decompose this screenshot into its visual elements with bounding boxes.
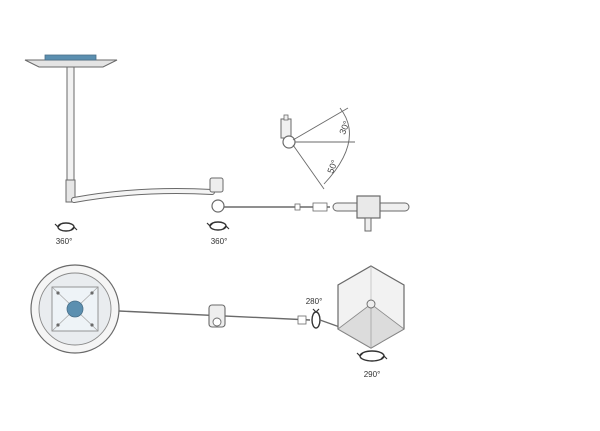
side-view: 360° 360° (24, 54, 410, 246)
inset-bracket-cap (283, 114, 289, 121)
rotation-arrow-icon (356, 350, 388, 362)
mount-center (66, 300, 84, 318)
inset-pivot (282, 135, 296, 149)
inset-down-limit (292, 144, 325, 190)
mount-screw (56, 291, 60, 295)
rotation-label-base: 360° (56, 237, 73, 246)
spring-arm-inner (72, 189, 214, 202)
rotation-label-lamp-head: 290° (364, 370, 381, 379)
mount-screw (90, 291, 94, 295)
rotation-arrow-icon (54, 222, 78, 232)
inset-arc (323, 107, 350, 185)
rotation-label-arm-end: 280° (306, 297, 323, 306)
ceiling-canopy (24, 59, 118, 68)
lamp-center (366, 299, 376, 309)
ceiling-plate (44, 54, 97, 61)
lamp-head-handle (364, 217, 372, 232)
lamp-head-housing (356, 195, 381, 219)
vertical-post (66, 66, 75, 198)
mount-screw (56, 323, 60, 327)
joint-bracket (209, 177, 224, 193)
arm-coupler-2 (312, 202, 328, 212)
top-coupler (297, 315, 307, 325)
post-collar (65, 179, 76, 203)
mount-screw (90, 323, 94, 327)
angle-label-up: 30° (337, 119, 352, 136)
arm-coupler-1 (294, 203, 301, 211)
top-joint-knob (212, 317, 222, 327)
rotation-arrow-icon (311, 308, 321, 329)
inset-bracket (280, 118, 292, 139)
inset-up-limit (292, 107, 349, 141)
angle-label-down: 50° (325, 158, 340, 175)
top-view: 280° 290° (30, 264, 405, 379)
tilt-inset: 30° 50° (280, 107, 355, 190)
rotation-arrow-icon (206, 221, 230, 231)
joint-knob (211, 199, 225, 213)
rotation-label-arm-joint: 360° (211, 237, 228, 246)
